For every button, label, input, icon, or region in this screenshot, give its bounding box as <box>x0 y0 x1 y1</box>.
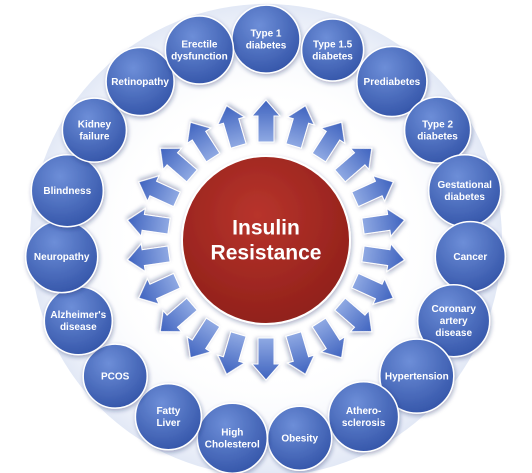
condition-node-neuropathy: Neuropathy <box>24 219 99 294</box>
condition-label: Type 2 <box>422 120 453 131</box>
condition-circle <box>30 153 105 228</box>
center-circle <box>181 155 351 325</box>
condition-circle <box>327 380 400 453</box>
condition-circle <box>379 338 455 414</box>
condition-label: Obesity <box>281 434 318 445</box>
condition-node-athero-sclerosis: Athero-sclerosis <box>327 380 400 453</box>
condition-label: Erectile <box>181 40 218 51</box>
condition-label: Type 1.5 <box>313 40 353 51</box>
arrows-ring <box>126 99 406 381</box>
arrow-10 <box>311 317 346 359</box>
condition-node-hypertension: Hypertension <box>379 338 455 414</box>
arrow-5 <box>351 174 395 208</box>
arrow-8 <box>351 272 395 306</box>
arrow-1 <box>250 99 282 143</box>
arrow-16 <box>137 272 181 306</box>
condition-circle <box>61 97 128 163</box>
arrow-18 <box>126 207 171 238</box>
arrow-3 <box>311 121 346 163</box>
condition-circle <box>300 18 365 82</box>
condition-label: Liver <box>156 418 180 429</box>
condition-label: failure <box>79 132 109 143</box>
condition-label: diabetes <box>312 52 353 63</box>
arrow-4 <box>334 147 373 183</box>
condition-circle <box>134 382 203 451</box>
arrow-11 <box>285 331 316 376</box>
condition-label: Kidney <box>78 120 112 131</box>
arrow-22 <box>216 104 247 149</box>
condition-circle <box>196 402 269 473</box>
condition-label: Gestational <box>437 180 492 191</box>
condition-label: Cancer <box>453 252 487 263</box>
condition-node-retinopathy: Retinopathy <box>105 46 175 117</box>
condition-label: Fatty <box>156 406 180 417</box>
condition-label: diabetes <box>444 192 485 203</box>
condition-node-cancer: Cancer <box>434 220 507 293</box>
condition-label: Blindness <box>43 186 91 197</box>
condition-circle <box>356 45 428 118</box>
arrow-13 <box>216 331 247 376</box>
condition-node-obesity: Obesity <box>266 405 333 471</box>
arrow-2 <box>285 104 316 149</box>
condition-label: Neuropathy <box>34 252 90 263</box>
condition-node-prediabetes: Prediabetes <box>356 45 428 118</box>
arrow-6 <box>361 207 406 238</box>
arrow-12 <box>250 337 282 381</box>
condition-circle <box>82 343 148 409</box>
condition-label: sclerosis <box>342 418 386 429</box>
center-label: Resistance <box>211 242 322 265</box>
arrow-19 <box>137 174 181 208</box>
condition-label: dysfunction <box>171 52 228 63</box>
condition-label: disease <box>435 328 472 339</box>
condition-label: Athero- <box>346 406 382 417</box>
condition-label: Hypertension <box>385 372 449 383</box>
arrow-7 <box>361 242 406 273</box>
condition-node-blindness: Blindness <box>30 153 105 228</box>
condition-label: artery <box>440 316 468 327</box>
condition-label: diabetes <box>246 41 287 52</box>
arrow-9 <box>334 297 373 333</box>
condition-label: High <box>221 428 243 439</box>
condition-label: Coronary <box>431 304 476 315</box>
condition-label: PCOS <box>101 372 130 383</box>
condition-label: Cholesterol <box>205 440 260 451</box>
condition-circle <box>105 46 175 117</box>
condition-circle <box>403 96 472 164</box>
condition-circle <box>416 283 491 358</box>
condition-node-pcos: PCOS <box>82 343 148 409</box>
arrow-15 <box>159 297 198 333</box>
condition-label: disease <box>60 322 97 333</box>
condition-label: Prediabetes <box>364 77 421 88</box>
condition-label: Retinopathy <box>111 77 169 88</box>
condition-label: Type 1 <box>251 29 282 40</box>
center-label: Insulin <box>232 217 300 240</box>
arrow-17 <box>126 242 171 273</box>
arrow-20 <box>159 147 198 183</box>
condition-circle <box>164 15 235 85</box>
arrow-14 <box>186 317 221 359</box>
condition-label: diabetes <box>417 132 458 143</box>
arrow-21 <box>186 121 221 163</box>
condition-label: Alzheimer's <box>50 310 106 321</box>
